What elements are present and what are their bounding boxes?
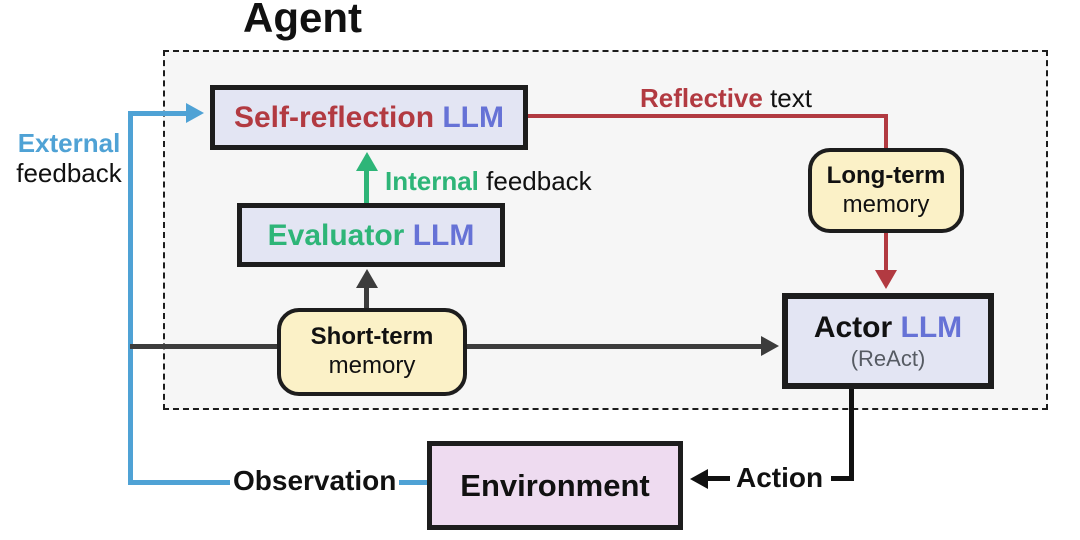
trajectory-arrowhead-icon [761, 336, 779, 356]
internal-feedback-label: Internal feedback [385, 166, 592, 196]
evaluator-llm-box: Evaluator LLM [237, 203, 505, 267]
actor-llm-label: Actor LLM [813, 310, 963, 344]
observation-line-left [128, 480, 230, 485]
action-label: Action [736, 462, 824, 493]
environment-box: Environment [427, 441, 683, 530]
memory-to-evaluator-line [364, 286, 369, 308]
internal-feedback-arrowhead-icon [356, 152, 378, 171]
reflective-arrowhead-icon [875, 270, 897, 289]
environment-label: Environment [460, 467, 650, 503]
external-feedback-arrowhead-icon [186, 103, 204, 123]
external-feedback-line-vertical [128, 111, 133, 485]
observation-line-right [399, 480, 427, 485]
self-reflection-llm-label: Self-reflection LLM [233, 101, 504, 134]
long-term-memory-box: Long-term memory [808, 148, 964, 233]
action-arrowhead-icon [690, 469, 708, 489]
external-feedback-line-top [128, 111, 188, 116]
actor-sublabel: (ReAct) [850, 345, 926, 371]
action-line-corner [831, 476, 854, 481]
action-arrow-shaft [706, 476, 730, 481]
self-reflection-llm-box: Self-reflection LLM [210, 85, 528, 150]
agent-title: Agent [243, 0, 362, 41]
reflective-text-label: Reflective text [640, 83, 812, 113]
external-feedback-label: External feedback [16, 128, 122, 188]
memory-to-evaluator-arrowhead-icon [356, 269, 378, 288]
reflective-line-horizontal [528, 114, 888, 118]
action-line-vertical [849, 388, 854, 481]
internal-feedback-line [364, 170, 369, 207]
evaluator-llm-label: Evaluator LLM [267, 218, 475, 252]
observation-label: Observation [233, 465, 397, 496]
actor-llm-box: Actor LLM (ReAct) [782, 293, 994, 389]
short-term-memory-box: Short-term memory [277, 308, 467, 396]
